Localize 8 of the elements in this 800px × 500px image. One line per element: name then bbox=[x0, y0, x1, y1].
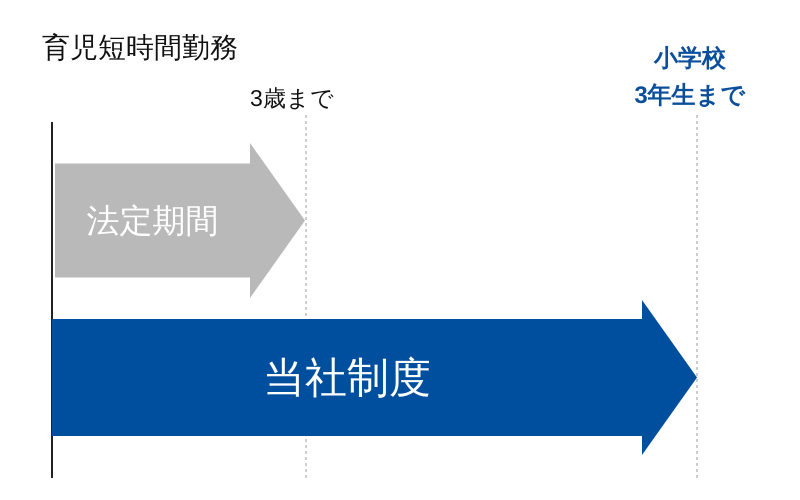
arrow-shape bbox=[52, 300, 697, 455]
arrow-label: 法定期間 bbox=[86, 204, 218, 237]
timeline-label: 3歳まで bbox=[250, 84, 334, 113]
timeline-label: 小学校 bbox=[652, 44, 727, 74]
arrow-label: 当社制度 bbox=[263, 356, 431, 398]
title: 育児短時間勤務 bbox=[42, 31, 238, 65]
timeline-label: 3年生まで bbox=[633, 81, 747, 111]
arrow-shape bbox=[55, 143, 305, 298]
